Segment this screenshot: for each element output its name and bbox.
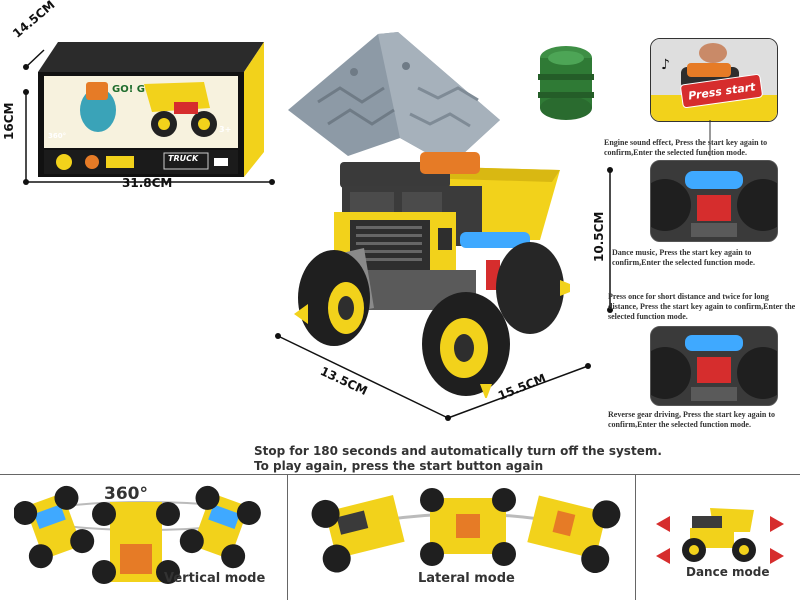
truck-dimension-lines bbox=[275, 167, 613, 421]
modes-top-rule bbox=[0, 474, 800, 475]
press-start-connector bbox=[709, 120, 711, 156]
dance-mode-label: Dance mode bbox=[686, 565, 770, 579]
press-start-panel: ♪ Press start bbox=[650, 38, 778, 122]
package-brand-label: TRUCK bbox=[168, 154, 199, 163]
package-360-label: 360° bbox=[48, 132, 67, 140]
svg-text:3+: 3+ bbox=[219, 125, 231, 134]
reverse-gear-note: Reverse gear driving, Press the start ke… bbox=[608, 410, 776, 429]
dance-music-note: Dance music, Press the start key again t… bbox=[612, 248, 755, 267]
package-box-image: GO! GO! 3+ TRUCK 360° bbox=[14, 22, 284, 192]
vertical-mode-image bbox=[13, 480, 284, 590]
reverse-detail-panel bbox=[650, 326, 778, 406]
lateral-mode-label: Lateral mode bbox=[418, 571, 515, 586]
modes-divider-2 bbox=[635, 474, 636, 600]
press-start-label: Press start bbox=[687, 80, 757, 103]
engine-sound-note: Engine sound effect, Press the start key… bbox=[604, 138, 768, 157]
modes-divider-1 bbox=[287, 474, 288, 600]
rotation-360-label: 360° bbox=[104, 484, 148, 504]
ramp-accessory-image bbox=[288, 28, 510, 168]
press-once-note: Press once for short distance and twice … bbox=[608, 292, 796, 321]
dance-music-detail-panel bbox=[650, 160, 778, 242]
lateral-mode-image bbox=[300, 484, 630, 574]
vertical-mode-label: Vertical mode bbox=[164, 571, 266, 586]
dance-mode-image bbox=[652, 498, 788, 568]
barrel-accessory-image bbox=[534, 44, 598, 122]
auto-off-line1: Stop for 180 seconds and automatically t… bbox=[254, 444, 662, 458]
svg-text:♪: ♪ bbox=[661, 57, 670, 73]
box-width-dimension: 31.8CM bbox=[122, 176, 173, 190]
auto-off-line2: To play again, press the start button ag… bbox=[254, 459, 544, 473]
svg-text:GO! GO!: GO! GO! bbox=[112, 84, 158, 95]
truck-height-dimension: 10.5CM bbox=[592, 211, 606, 262]
box-height-dimension: 16CM bbox=[2, 102, 16, 140]
main-truck-image bbox=[290, 148, 580, 400]
